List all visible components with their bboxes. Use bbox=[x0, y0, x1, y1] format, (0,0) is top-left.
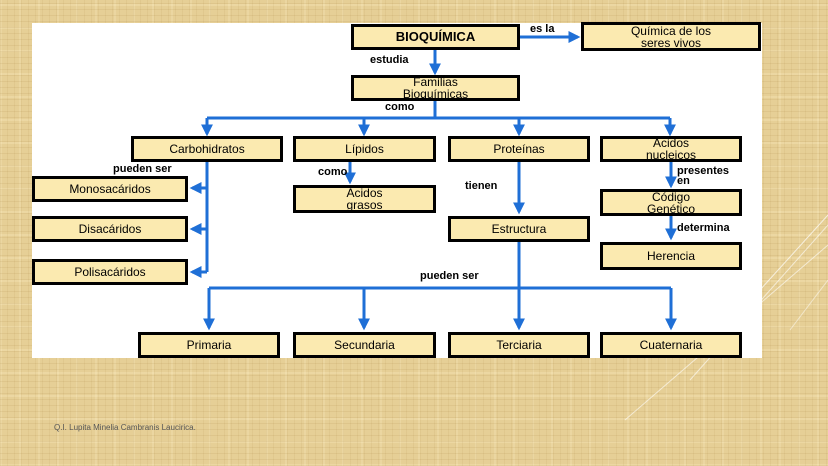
box-familias-bioquimicas: Familias Bioquímicas bbox=[351, 75, 520, 101]
label-como-lipidos: como bbox=[318, 166, 348, 178]
label-como: como bbox=[385, 101, 415, 113]
box-bioquimica: BIOQUÍMICA bbox=[351, 24, 520, 50]
box-disacaridos: Disacáridos bbox=[32, 216, 188, 242]
box-monosacaridos: Monosacáridos bbox=[32, 176, 188, 202]
label-estudia: estudia bbox=[370, 54, 409, 66]
box-codigo-genetico: Código Genético bbox=[600, 189, 742, 216]
box-primaria: Primaria bbox=[138, 332, 280, 358]
box-estructura: Estructura bbox=[448, 216, 590, 242]
box-cuaternaria: Cuaternaria bbox=[600, 332, 742, 358]
box-proteinas: Proteínas bbox=[448, 136, 590, 162]
box-carbohidratos: Carbohidratos bbox=[131, 136, 283, 162]
label-pueden-ser-estructura: pueden ser bbox=[420, 270, 479, 282]
label-determina: determina bbox=[677, 222, 730, 234]
label-es-la: es la bbox=[530, 23, 555, 35]
box-quimica-de-los-seres-vivos: Química de los seres vivos bbox=[581, 22, 761, 51]
box-herencia: Herencia bbox=[600, 242, 742, 270]
footer-author: Q.I. Lupita Minelia Cambranis Laucirica. bbox=[54, 423, 196, 432]
box-lipidos: Lípidos bbox=[293, 136, 436, 162]
box-acidos-grasos: Ácidos grasos bbox=[293, 185, 436, 213]
box-terciaria: Terciaria bbox=[448, 332, 590, 358]
label-presentes-en: presentes en bbox=[677, 165, 729, 187]
label-tienen: tienen bbox=[465, 180, 498, 192]
label-pueden-ser: pueden ser bbox=[113, 163, 172, 175]
box-acidos-nucleicos: Ácidos nucleicos bbox=[600, 136, 742, 162]
box-polisacaridos: Polisacáridos bbox=[32, 259, 188, 285]
box-secundaria: Secundaria bbox=[293, 332, 436, 358]
